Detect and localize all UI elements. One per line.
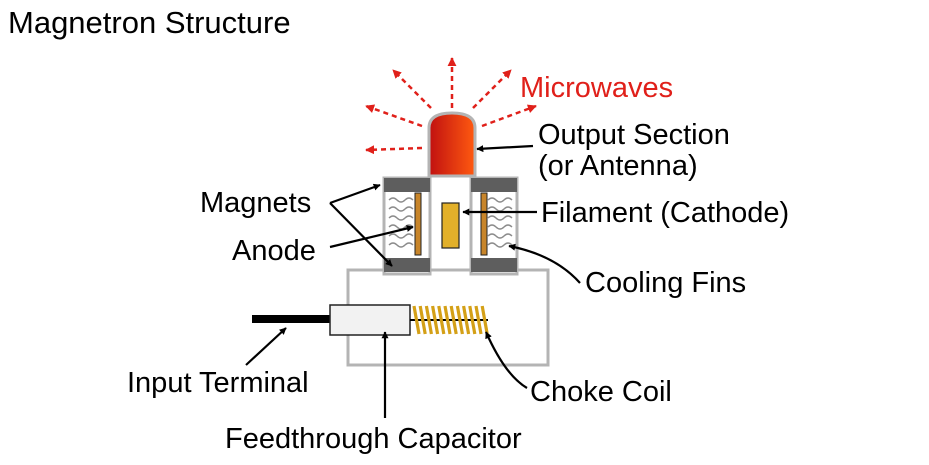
output-section — [427, 111, 477, 178]
coil-turn — [443, 305, 452, 335]
microwave-arrow-lowleft — [365, 145, 423, 155]
coil-turn — [449, 305, 458, 335]
leader-arrows — [245, 144, 581, 418]
coil-turn — [418, 305, 427, 335]
anode-right — [480, 192, 488, 256]
anode-label: Anode — [232, 235, 316, 267]
cooling-fins-label: Cooling Fins — [585, 267, 746, 299]
coil-turn — [474, 305, 483, 335]
cooling-fins-leader — [508, 243, 581, 284]
magnet-top-left — [384, 178, 430, 192]
coil-turn — [480, 305, 489, 335]
input-terminal-label: Input Terminal — [127, 367, 309, 399]
coil-turn — [437, 305, 446, 335]
magnets-leader-2 — [329, 202, 393, 267]
magnet-top-right — [471, 178, 517, 192]
coil-turn — [412, 305, 421, 335]
magnets-label: Magnets — [200, 187, 311, 219]
cooling-fins-left — [388, 197, 414, 248]
microwave-arrow-upleft — [392, 69, 432, 109]
diagram-title: Magnetron Structure — [8, 5, 291, 40]
coil-turn — [424, 305, 433, 335]
choke-coil-label: Choke Coil — [530, 376, 672, 408]
choke-coil — [410, 305, 489, 335]
input-terminal-wire — [252, 315, 332, 323]
output-section-label-line1: Output Section — [538, 119, 730, 151]
microwaves-label: Microwaves — [520, 72, 673, 104]
feedthrough-capacitor — [329, 304, 411, 336]
feedthrough-capacitor-label: Feedthrough Capacitor — [225, 423, 522, 455]
microwave-arrow-left — [365, 104, 423, 128]
magnets-leader-1 — [329, 183, 381, 205]
microwave-arrow-right — [481, 104, 537, 128]
choke-coil-leader — [484, 331, 528, 389]
input-terminal-leader — [245, 327, 287, 366]
cooling-fins-right — [487, 197, 513, 248]
coil-turn — [431, 305, 440, 335]
coil-turn — [462, 305, 471, 335]
anode-left — [414, 192, 422, 256]
anode-leader — [329, 225, 414, 249]
filament — [441, 202, 460, 249]
output-section-label-line2: (or Antenna) — [538, 150, 698, 182]
coil-turn — [468, 305, 477, 335]
output-section-leader — [476, 144, 534, 153]
magnet-bottom-left — [384, 258, 430, 272]
microwave-arrows — [365, 57, 537, 155]
coil-turn — [455, 305, 464, 335]
microwave-arrow-upright — [472, 69, 512, 109]
filament-label: Filament (Cathode) — [541, 197, 789, 229]
magnet-bottom-right — [471, 258, 517, 272]
